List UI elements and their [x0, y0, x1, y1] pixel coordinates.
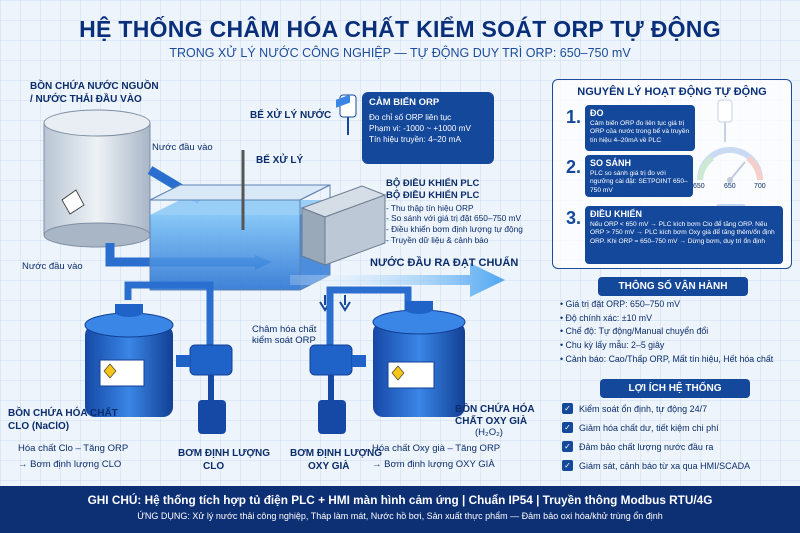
source-tank-label-2: / NƯỚC THẢI ĐẦU VÀO: [30, 94, 142, 105]
benefit-item: ✓ Kiểm soát ổn định, tự động 24/7: [562, 403, 707, 414]
oxy-pump: [309, 344, 366, 434]
benefit-text: Giảm hóa chất dư, tiết kiệm chi phí: [579, 422, 719, 433]
clo-tank-label-1: BỒN CHỨA HÓA CHẤT: [8, 408, 118, 419]
oxy-tank-label-3: (H₂O₂): [475, 427, 503, 438]
plc-item: - Thu thập tín hiệu ORP: [386, 202, 474, 213]
outlet-arrow: [290, 263, 505, 297]
plc-title-2: BỘ ĐIỀU KHIỂN PLC: [386, 190, 480, 202]
plc-title-1: BỘ ĐIỀU KHIỂN PLC: [386, 178, 480, 189]
inlet-label-top: Nước đầu vào: [152, 142, 213, 153]
step-1-text: Cảm biến ORP đo liên tục giá trị ORP của…: [590, 119, 690, 144]
benefit-item: ✓ Giảm hóa chất dư, tiết kiệm chi phí: [562, 422, 719, 433]
step-1-number: 1.: [566, 107, 582, 127]
benefits-title: LỢI ÍCH HỆ THỐNG: [600, 379, 750, 398]
plc-cabinet: [300, 94, 387, 266]
oxy-dosing-pipe: [326, 286, 412, 345]
step-2-title: SO SÁNH: [590, 158, 632, 168]
oxy-pump-label-1: BƠM ĐỊNH LƯỢNG: [290, 448, 383, 459]
benefit-text: Đảm bảo chất lượng nước đầu ra: [579, 441, 714, 452]
dosing-label-1: Châm hóa chất: [252, 324, 317, 335]
checkbox-icon: ✓: [562, 422, 573, 433]
step-3-title: ĐIỀU KHIỂN: [590, 209, 643, 219]
source-tank: [43, 109, 151, 248]
step-3-number: 3.: [566, 208, 582, 228]
step-1-box: ĐO Cảm biến ORP đo liên tục giá trị ORP …: [585, 105, 695, 151]
treatment-tank: [149, 184, 331, 291]
benefit-text: Giám sát, cảnh báo từ xa qua HMI/SCADA: [579, 460, 751, 471]
oxy-tank: [372, 301, 466, 417]
principle-title: NGUYÊN LÝ HOẠT ĐỘNG TỰ ĐỘNG: [577, 86, 767, 98]
page-title: HỆ THỐNG CHÂM HÓA CHẤT KIỂM SOÁT ORP TỰ …: [79, 16, 721, 42]
oxy-pump-label-2: OXY GIÀ: [308, 461, 350, 472]
treatment-tank-label-1: BỂ XỬ LÝ NƯỚC: [250, 110, 332, 121]
parameter-item: • Giá trị đặt ORP: 650–750 mV: [560, 299, 680, 309]
sensor-title: CẢM BIẾN ORP: [369, 97, 440, 108]
step-3-box: ĐIỀU KHIỂN Nếu ORP < 650 mV → PLC kích b…: [585, 206, 783, 264]
sensor-line-2: Phạm vi: -1000 ~ +1000 mV: [369, 123, 471, 133]
treatment-tank-label-2: BỂ XỬ LÝ: [256, 155, 304, 166]
gauge-mid: 650: [724, 183, 736, 190]
orp-sensor-info: CẢM BIẾN ORP Đo chỉ số ORP liên tục Phạm…: [362, 92, 494, 164]
source-tank-label-1: BỒN CHỨA NƯỚC NGUỒN: [30, 81, 159, 92]
oxy-tank-label-2: CHẤT OXY GIÀ: [455, 416, 528, 427]
benefit-text: Kiểm soát ổn định, tự động 24/7: [579, 403, 708, 414]
parameter-item: • Chế độ: Tự động/Manual chuyển đổi: [560, 326, 709, 337]
checkbox-icon: ✓: [562, 460, 573, 471]
outlet-label: NƯỚC ĐẦU RA ĐẠT CHUẨN: [370, 257, 519, 269]
footer: GHI CHÚ: Hệ thống tích hợp tủ điện PLC +…: [0, 486, 800, 533]
footer-applications: ỨNG DỤNG: Xử lý nước thải công nghiệp, T…: [137, 511, 663, 521]
oxy-note: Hóa chất Oxy già – Tăng ORP: [372, 443, 501, 454]
plc-item: - So sánh với giá trị đặt 650–750 mV: [386, 213, 522, 224]
clo-pump: [176, 344, 233, 434]
plc-item: - Truyền dữ liệu & cảnh báo: [386, 235, 489, 246]
step-2-box: SO SÁNH PLC so sánh giá trị đo với ngưỡn…: [585, 155, 693, 197]
step-2-text: PLC so sánh giá trị đo với ngưỡng cài đặ…: [590, 169, 688, 194]
sensor-line-1: Đo chỉ số ORP liên tục: [369, 112, 452, 122]
oxy-tank-label-1: BỒN CHỨA HÓA: [455, 404, 535, 415]
parameters-list: • Giá trị đặt ORP: 650–750 mV • Độ chính…: [560, 298, 773, 366]
parameter-item: • Chu kỳ lấy mẫu: 2–5 giây: [560, 339, 665, 350]
clo-tank: [84, 304, 174, 417]
parameters-title: THÔNG SỐ VẬN HÀNH: [598, 277, 748, 296]
oxy-flow: → Bơm định lượng OXY GIÀ: [372, 459, 495, 470]
inlet-label-bottom: Nước đầu vào: [22, 261, 83, 272]
step-1-title: ĐO: [590, 108, 604, 118]
plc-info: BỘ ĐIỀU KHIỂN PLC BỘ ĐIỀU KHIỂN PLC - Th…: [386, 178, 523, 246]
clo-tank-label-2: CLO (NaClO): [8, 421, 70, 432]
benefit-item: ✓ Giám sát, cảnh báo từ xa qua HMI/SCADA: [562, 460, 750, 471]
clo-flow: → Bơm định lượng CLO: [18, 459, 122, 470]
sensor-line-3: Tín hiệu truyền: 4–20 mA: [369, 134, 461, 144]
checkbox-icon: ✓: [562, 403, 573, 414]
step-3-text: Nếu ORP < 650 mV → PLC kích bơm Clo để t…: [590, 220, 775, 245]
parameter-item: • Độ chính xác: ±10 mV: [560, 312, 653, 323]
dosing-label-2: kiểm soát ORP: [252, 335, 316, 346]
checkbox-icon: ✓: [562, 441, 573, 452]
page-subtitle: TRONG XỬ LÝ NƯỚC CÔNG NGHIỆP — TỰ ĐỘNG D…: [169, 46, 631, 60]
step-2-number: 2.: [566, 157, 582, 177]
parameter-item: • Cảnh báo: Cao/Thấp ORP, Mất tín hiệu, …: [560, 353, 774, 364]
footer-note: GHI CHÚ: Hệ thống tích hợp tủ điện PLC +…: [87, 493, 713, 507]
clo-note: Hóa chất Clo – Tăng ORP: [18, 443, 129, 454]
clo-dosing-pipe: [124, 281, 214, 345]
gauge-min: 650: [693, 183, 705, 190]
plc-item: - Điều khiển bơm định lượng tự động: [386, 224, 523, 235]
gauge-max: 700: [754, 183, 766, 190]
clo-pump-label-1: BƠM ĐỊNH LƯỢNG: [178, 448, 271, 459]
benefit-item: ✓ Đảm bảo chất lượng nước đầu ra: [562, 441, 713, 452]
clo-pump-label-2: CLO: [203, 461, 225, 472]
